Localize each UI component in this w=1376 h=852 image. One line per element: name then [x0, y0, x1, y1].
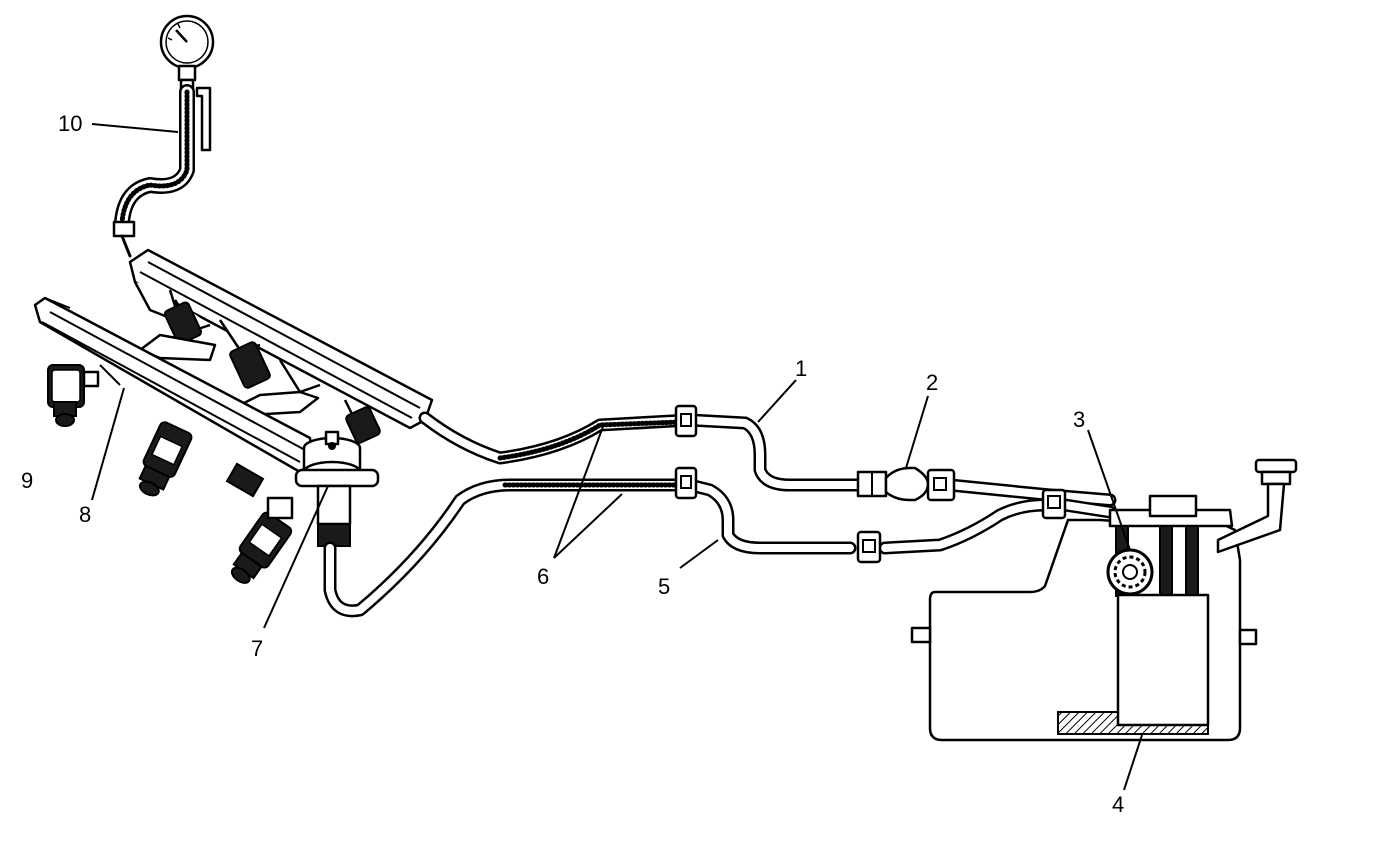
quick-connect-fittings [674, 404, 1067, 564]
callout-7: 7 [251, 636, 263, 661]
callout-4: 4 [1112, 792, 1124, 817]
filler-neck [1216, 458, 1298, 554]
callout-3: 3 [1073, 407, 1085, 432]
fuel-return-line [323, 478, 1117, 618]
callout-5: 5 [658, 574, 670, 599]
fuel-filter [856, 466, 956, 502]
callout-2: 2 [926, 370, 938, 395]
callout-8: 8 [79, 502, 91, 527]
pressure-regulator [294, 430, 380, 547]
callout-1: 1 [795, 356, 807, 381]
callout-9: 9 [21, 468, 33, 493]
gauge-hose [112, 84, 195, 258]
callout-leaders [91, 123, 1143, 791]
callout-6: 6 [537, 564, 549, 589]
lower-fuel-rail [33, 296, 314, 474]
fuel-pump-module [1106, 494, 1234, 727]
upper-rail-injectors [163, 301, 381, 444]
callout-10: 10 [58, 111, 82, 136]
lower-rail-injectors [47, 364, 294, 584]
fuel-pressure-gauge [159, 14, 215, 152]
rail-bracket [138, 333, 320, 417]
